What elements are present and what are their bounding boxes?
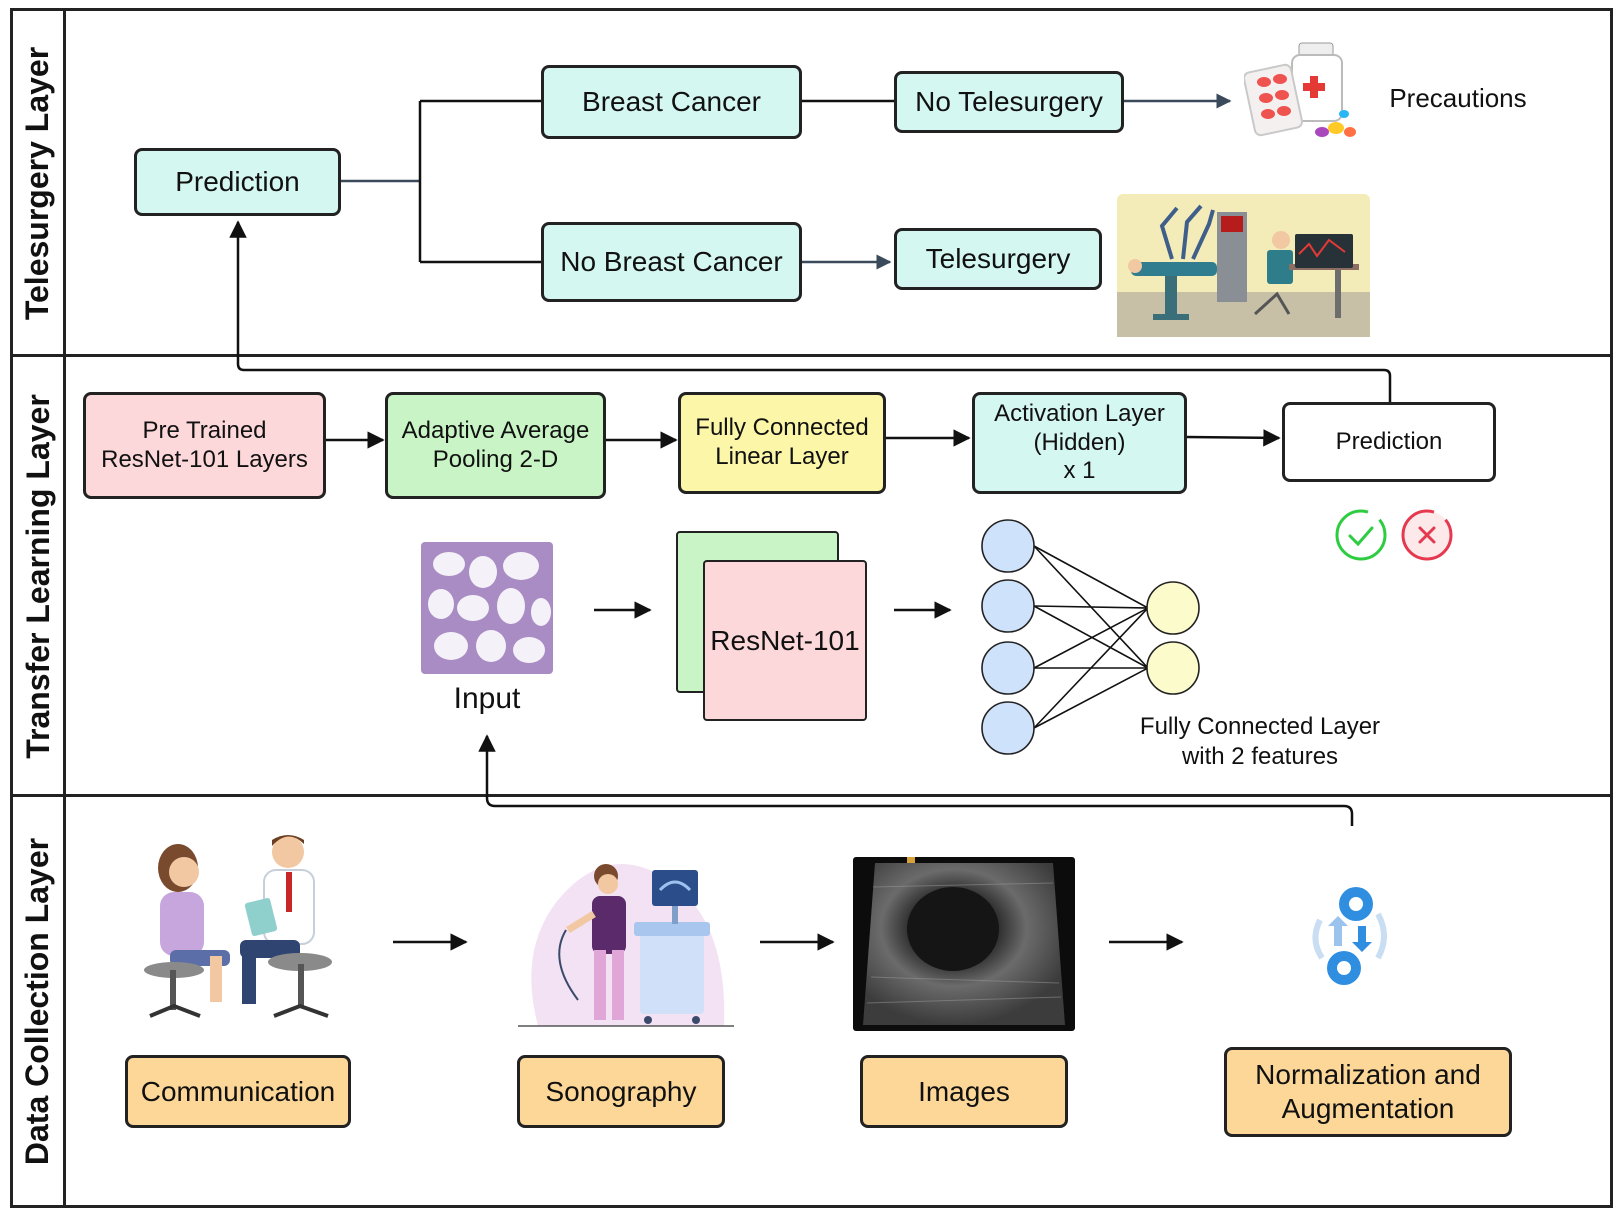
normalization-augmentation-box: Normalization and Augmentation [1224,1047,1512,1137]
breast-cancer-box: Breast Cancer [541,65,802,139]
histology-image-icon [421,542,553,674]
input-node-2 [981,579,1035,633]
communication-box: Communication [125,1055,351,1128]
resnet-front-layer: ResNet-101 [703,560,867,721]
input-node-4 [981,701,1035,755]
ultrasound-image-icon [853,857,1075,1031]
tl-prediction-box: Prediction [1282,402,1496,482]
input-label: Input [453,682,521,715]
cross-icon [1401,509,1453,561]
sonography-icon [518,864,734,1027]
no-breast-cancer-box: No Breast Cancer [541,222,802,302]
diagram-frame [10,8,1613,1208]
telesurgery-robot-icon [1117,194,1370,337]
fully-connected-linear-box: Fully Connected Linear Layer [678,392,886,494]
layer-divider-top [10,354,1613,357]
precautions-label: Precautions [1389,83,1527,113]
check-icon [1335,509,1387,561]
output-node-2 [1146,641,1200,695]
input-node-1 [981,519,1035,573]
fully-connected-caption: Fully Connected Layer with 2 features [1139,713,1381,770]
activation-layer-box: Activation Layer (Hidden) x 1 [972,392,1187,494]
doctor-patient-icon [144,835,332,1018]
adaptive-pooling-box: Adaptive Average Pooling 2-D [385,392,606,499]
input-node-3 [981,641,1035,695]
layer-divider-bottom [10,794,1613,797]
gears-cycle-icon [1312,887,1387,985]
telesurgery-box: Telesurgery [894,228,1102,290]
sonography-box: Sonography [517,1055,725,1128]
label-column-divider [63,8,66,1208]
output-node-1 [1146,581,1200,635]
pills-icon [1244,42,1356,137]
pretrained-resnet-box: Pre Trained ResNet-101 Layers [83,392,326,499]
ts-prediction-box: Prediction [134,148,341,216]
images-box: Images [860,1055,1068,1128]
no-telesurgery-box: No Telesurgery [894,71,1124,133]
